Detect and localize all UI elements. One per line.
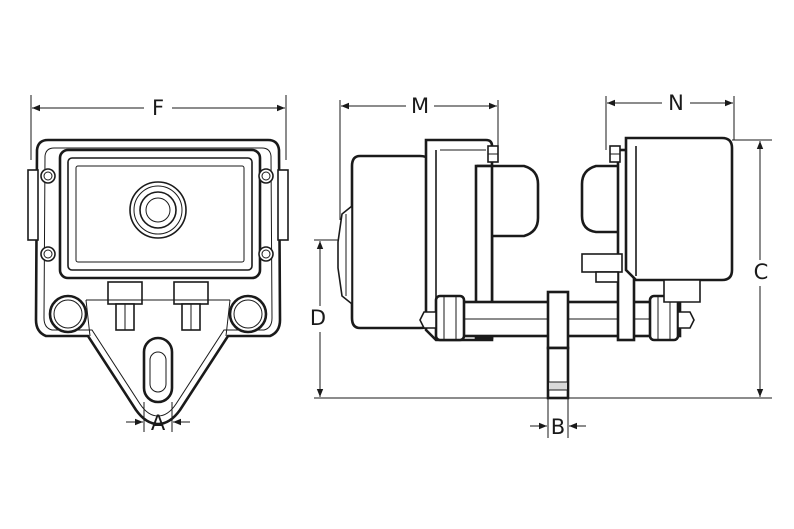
label-c: C (754, 260, 769, 284)
label-m: M (411, 94, 429, 118)
left-flange (27, 169, 39, 241)
centre-hanger (546, 290, 570, 400)
motor-housing-right (624, 136, 734, 282)
label-a: A (151, 411, 166, 435)
motor-housing-left (350, 154, 434, 330)
wheel-right (228, 294, 268, 334)
nut-left (419, 294, 466, 342)
wheel-left (48, 294, 88, 334)
dimension-b (530, 398, 586, 438)
brake-tab (581, 253, 623, 273)
right-flange (277, 169, 289, 241)
label-f: F (152, 96, 164, 120)
screw-bottom-left (40, 246, 56, 262)
lower-hangers (107, 281, 209, 331)
front-view (27, 95, 289, 432)
label-d: D (310, 306, 326, 330)
side-plate-left (474, 164, 494, 340)
screw-top-right (258, 168, 274, 184)
dimension-a (126, 402, 190, 432)
screw-bottom-right (258, 246, 274, 262)
side-view (314, 96, 772, 438)
motor-cover (58, 148, 262, 280)
screw-top-left (40, 168, 56, 184)
nut-right (648, 294, 695, 342)
label-b: B (551, 415, 565, 439)
shaft-rings (129, 181, 187, 239)
suspension-lug (142, 336, 174, 404)
label-n: N (668, 91, 684, 115)
